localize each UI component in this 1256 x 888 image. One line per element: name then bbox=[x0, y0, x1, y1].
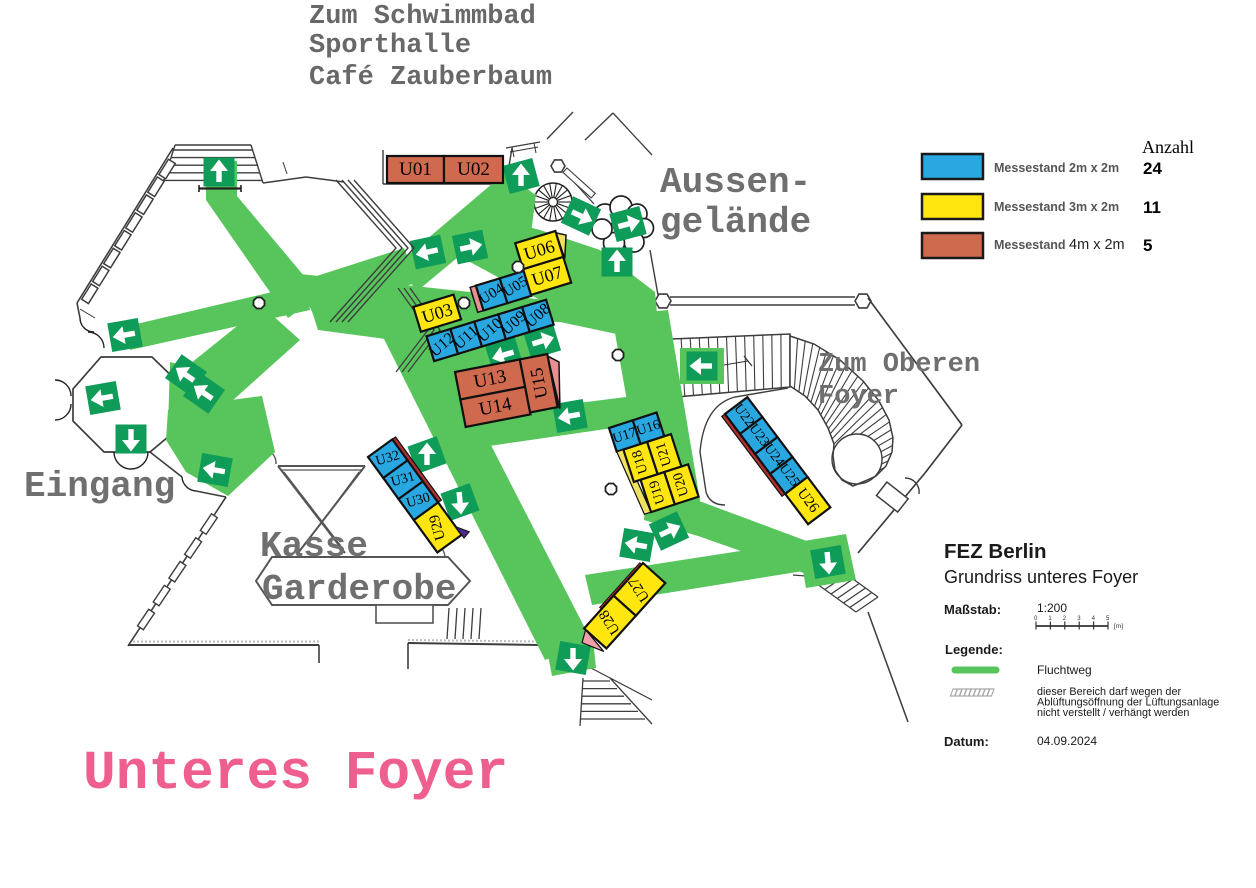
svg-text:Grundriss unteres Foyer: Grundriss unteres Foyer bbox=[944, 567, 1138, 587]
svg-text:nicht verstellt / verhängt wer: nicht verstellt / verhängt werden bbox=[1037, 707, 1189, 719]
svg-text:Sporthalle: Sporthalle bbox=[309, 31, 471, 61]
svg-text:U02: U02 bbox=[457, 159, 490, 180]
svg-text:dieser Bereich darf wegen der: dieser Bereich darf wegen der bbox=[1037, 686, 1181, 698]
svg-text:Aussen-: Aussen- bbox=[660, 162, 811, 203]
svg-text:Messestand 3m x 2m: Messestand 3m x 2m bbox=[994, 200, 1119, 214]
svg-text:[m]: [m] bbox=[1114, 623, 1123, 630]
svg-text:24: 24 bbox=[1143, 159, 1162, 178]
svg-text:Café Zauberbaum: Café Zauberbaum bbox=[309, 63, 552, 93]
svg-text:Messestand 2m x 2m: Messestand 2m x 2m bbox=[994, 161, 1119, 175]
svg-text:U18: U18 bbox=[630, 448, 652, 476]
svg-text:Foyer: Foyer bbox=[818, 382, 899, 412]
svg-text:Kasse: Kasse bbox=[260, 526, 368, 567]
svg-text:U16: U16 bbox=[635, 417, 663, 439]
svg-text:U29: U29 bbox=[426, 513, 449, 542]
svg-text:U01: U01 bbox=[399, 159, 432, 180]
svg-text:0: 0 bbox=[1034, 616, 1038, 622]
svg-text:1: 1 bbox=[1048, 616, 1052, 622]
svg-text:U31: U31 bbox=[389, 469, 416, 490]
svg-text:U32: U32 bbox=[374, 448, 401, 469]
svg-text:U20: U20 bbox=[671, 471, 693, 499]
svg-text:Legende:: Legende: bbox=[945, 642, 1003, 657]
svg-text:5: 5 bbox=[1106, 616, 1110, 622]
svg-text:4: 4 bbox=[1092, 616, 1096, 622]
svg-text:gelände: gelände bbox=[660, 202, 811, 243]
svg-text:Ablüftungsöffnung der Lüftungs: Ablüftungsöffnung der Lüftungsanlage bbox=[1037, 697, 1219, 709]
svg-text:5: 5 bbox=[1143, 236, 1152, 255]
svg-text:Datum:: Datum: bbox=[944, 734, 989, 749]
svg-text:Zum Oberen: Zum Oberen bbox=[818, 350, 980, 380]
svg-text:Garderobe: Garderobe bbox=[262, 569, 456, 610]
svg-text:3: 3 bbox=[1077, 616, 1081, 622]
svg-text:Zum Schwimmbad: Zum Schwimmbad bbox=[309, 2, 536, 32]
svg-text:U17: U17 bbox=[611, 425, 639, 447]
svg-text:1:200: 1:200 bbox=[1037, 601, 1067, 615]
svg-text:11: 11 bbox=[1143, 198, 1161, 217]
svg-text:U30: U30 bbox=[405, 490, 432, 511]
svg-text:Fluchtweg: Fluchtweg bbox=[1037, 663, 1092, 677]
svg-text:Unteres Foyer: Unteres Foyer bbox=[83, 744, 508, 805]
svg-text:04.09.2024: 04.09.2024 bbox=[1037, 734, 1097, 748]
svg-text:U21: U21 bbox=[653, 440, 675, 468]
svg-text:Messestand 4m x 2m: Messestand 4m x 2m bbox=[994, 237, 1125, 253]
svg-text:Maßstab:: Maßstab: bbox=[944, 602, 1001, 617]
svg-text:2: 2 bbox=[1063, 616, 1067, 622]
svg-text:Eingang: Eingang bbox=[24, 466, 175, 507]
svg-text:Anzahl: Anzahl bbox=[1142, 137, 1194, 157]
svg-text:FEZ Berlin: FEZ Berlin bbox=[944, 540, 1047, 563]
svg-text:U19: U19 bbox=[647, 478, 669, 506]
